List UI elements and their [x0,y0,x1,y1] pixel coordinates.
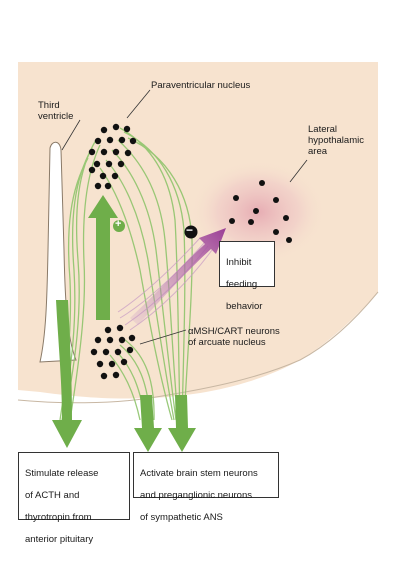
arrow-to-pituitary [52,300,82,448]
neuron-fibers [59,127,193,421]
plus-circle [113,220,125,232]
inhibit-line-1: Inhibit [226,257,252,268]
arrow-to-brainstem-b [168,395,196,452]
msh-cart-line-2: of arcuate nucleus [188,337,266,348]
lateral-hypothalamic-dots [229,180,292,243]
lha-line-1: Lateral [308,124,338,135]
tissue-bottom-edge [17,291,379,404]
stimulate-line-3: thyrotropin from [25,512,92,523]
stimulate-line-4: anterior pituitary [25,534,94,545]
green-arrows [52,195,196,452]
lha-line-2: hypothalamic [308,135,364,146]
msh-cart-label: αMSH/CART neurons of arcuate nucleus [188,326,280,348]
inhibit-line-2: feeding [226,279,258,290]
arcuate-dots [90,324,136,380]
stimulate-line-2: of ACTH and [25,490,80,501]
up-arrow-to-pvn [88,195,118,320]
minus-circle [184,225,198,239]
arrow-to-brainstem-a [134,395,162,452]
activate-line-3: of sympathetic ANS [140,512,223,523]
purple-arrow-to-lha [130,228,226,325]
msh-cart-line-1: αMSH/CART neurons [188,326,280,337]
paraventricular-label: Paraventricular nucleus [151,80,251,91]
inhibit-feeding-box: Inhibit feeding behavior [219,241,275,312]
third-ventricle-line-1: Third [38,100,60,111]
stimulate-release-box: Stimulate release of ACTH and thyrotropi… [18,452,130,545]
leader-lines [61,89,308,345]
plus-sign: + [115,218,122,230]
activate-brainstem-box: Activate brain stem neurons and pregangl… [133,452,279,523]
lateral-hypothalamic-label: Lateral hypothalamic area [308,124,364,157]
lha-line-3: area [308,146,328,157]
paraventricular-dots [88,123,137,190]
stimulate-line-1: Stimulate release [25,468,99,479]
third-ventricle-line-2: ventricle [38,111,74,122]
third-ventricle-label: Third ventricle [38,100,73,122]
minus-sign: − [186,223,194,237]
activate-line-2: and preganglionic neurons [140,490,252,501]
activate-line-1: Activate brain stem neurons [140,468,258,479]
inhibit-line-3: behavior [226,301,263,312]
